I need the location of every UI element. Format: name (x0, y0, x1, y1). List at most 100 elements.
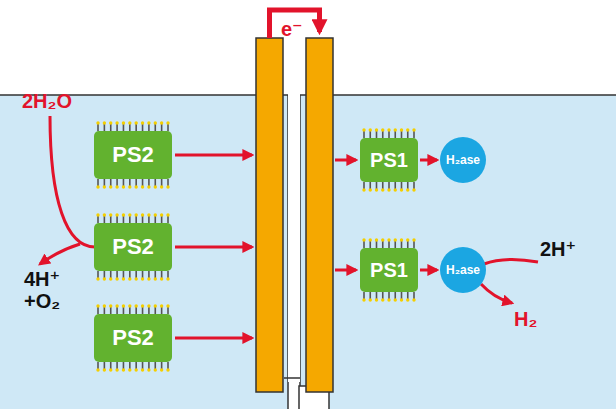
antenna-stem (407, 131, 409, 138)
antenna-dot (96, 368, 99, 371)
antenna-stem (401, 182, 403, 189)
antenna-stem (148, 271, 150, 278)
antenna-dot (369, 238, 372, 241)
antenna-dot (394, 188, 397, 191)
antenna-stem (135, 271, 137, 278)
antenna-dot (394, 128, 397, 131)
electron-arrow (175, 246, 252, 249)
antenna-stem (135, 124, 137, 131)
antenna-dot (387, 238, 390, 241)
antenna-dot (103, 213, 106, 216)
antenna-stem (123, 124, 125, 131)
antenna-dot (375, 128, 378, 131)
antenna-dot (375, 238, 378, 241)
antenna-stem (116, 362, 118, 369)
node-text: PS1 (370, 260, 408, 280)
antenna-dot (412, 238, 415, 241)
antenna-dot (362, 298, 365, 301)
node-text: H₂ase (446, 264, 480, 276)
antenna-dot (166, 121, 169, 124)
antenna-dot (412, 128, 415, 131)
antenna-dot (115, 185, 118, 188)
antenna-dot (134, 185, 137, 188)
antenna-dot (115, 213, 118, 216)
antenna-dot (128, 185, 131, 188)
antenna-stem (129, 362, 131, 369)
antenna-stem (369, 131, 371, 138)
antenna-stem (154, 179, 156, 186)
antenna-dot (387, 298, 390, 301)
antenna-dot (141, 304, 144, 307)
antenna-stem (142, 362, 144, 369)
antenna-stem (110, 307, 112, 314)
antenna-stem (154, 362, 156, 369)
antenna-dot (96, 213, 99, 216)
antenna-stem (394, 131, 396, 138)
antenna-dot (375, 298, 378, 301)
antenna-dot (406, 238, 409, 241)
antenna-dot (103, 368, 106, 371)
antenna-stem (363, 131, 365, 138)
antenna-stem (154, 124, 156, 131)
antenna-dot (134, 368, 137, 371)
reaction-label: 2H⁺ (540, 238, 576, 260)
membrane-gap (288, 94, 300, 382)
antenna-stem (104, 362, 106, 369)
right-compartment (300, 95, 616, 409)
antenna-stem (97, 216, 99, 223)
antenna-stem (104, 124, 106, 131)
antenna-stem (123, 307, 125, 314)
antenna-stem (407, 292, 409, 299)
antenna-dot (160, 304, 163, 307)
antenna-comb (362, 182, 415, 192)
electron-arrow (175, 337, 252, 340)
antenna-dot (141, 213, 144, 216)
antenna-stem (376, 182, 378, 189)
node-text: PS1 (370, 150, 408, 170)
membrane-line (284, 377, 300, 379)
antenna-stem (167, 271, 169, 278)
antenna-stem (129, 179, 131, 186)
antenna-dot (406, 298, 409, 301)
antenna-stem (135, 362, 137, 369)
antenna-dot (128, 121, 131, 124)
antenna-dot (147, 213, 150, 216)
antenna-dot (362, 238, 365, 241)
antenna-stem (388, 292, 390, 299)
antenna-dot (362, 188, 365, 191)
antenna-dot (160, 368, 163, 371)
antenna-stem (123, 271, 125, 278)
antenna-stem (104, 179, 106, 186)
reaction-label: 2H₂O (22, 90, 72, 112)
antenna-stem (376, 241, 378, 248)
antenna-stem (394, 292, 396, 299)
antenna-stem (116, 179, 118, 186)
antenna-stem (129, 307, 131, 314)
antenna-stem (142, 271, 144, 278)
antenna-dot (166, 213, 169, 216)
antenna-stem (97, 271, 99, 278)
antenna-stem (148, 124, 150, 131)
antenna-dot (109, 185, 112, 188)
electrode-left (256, 38, 283, 392)
antenna-stem (123, 179, 125, 186)
antenna-dot (154, 304, 157, 307)
electron-arrow (420, 269, 437, 272)
antenna-dot (134, 213, 137, 216)
reaction-label: e⁻ (281, 18, 303, 40)
antenna-stem (142, 124, 144, 131)
antenna-stem (161, 124, 163, 131)
antenna-dot (160, 121, 163, 124)
antenna-dot (387, 188, 390, 191)
node-text: H₂ase (446, 154, 480, 166)
antenna-stem (154, 216, 156, 223)
antenna-dot (109, 213, 112, 216)
antenna-dot (369, 128, 372, 131)
antenna-dot (400, 128, 403, 131)
antenna-stem (167, 179, 169, 186)
photosystem-box: PS2 (94, 314, 172, 362)
antenna-dot (128, 213, 131, 216)
antenna-stem (394, 241, 396, 248)
node-text: PS2 (112, 327, 154, 349)
antenna-dot (369, 298, 372, 301)
